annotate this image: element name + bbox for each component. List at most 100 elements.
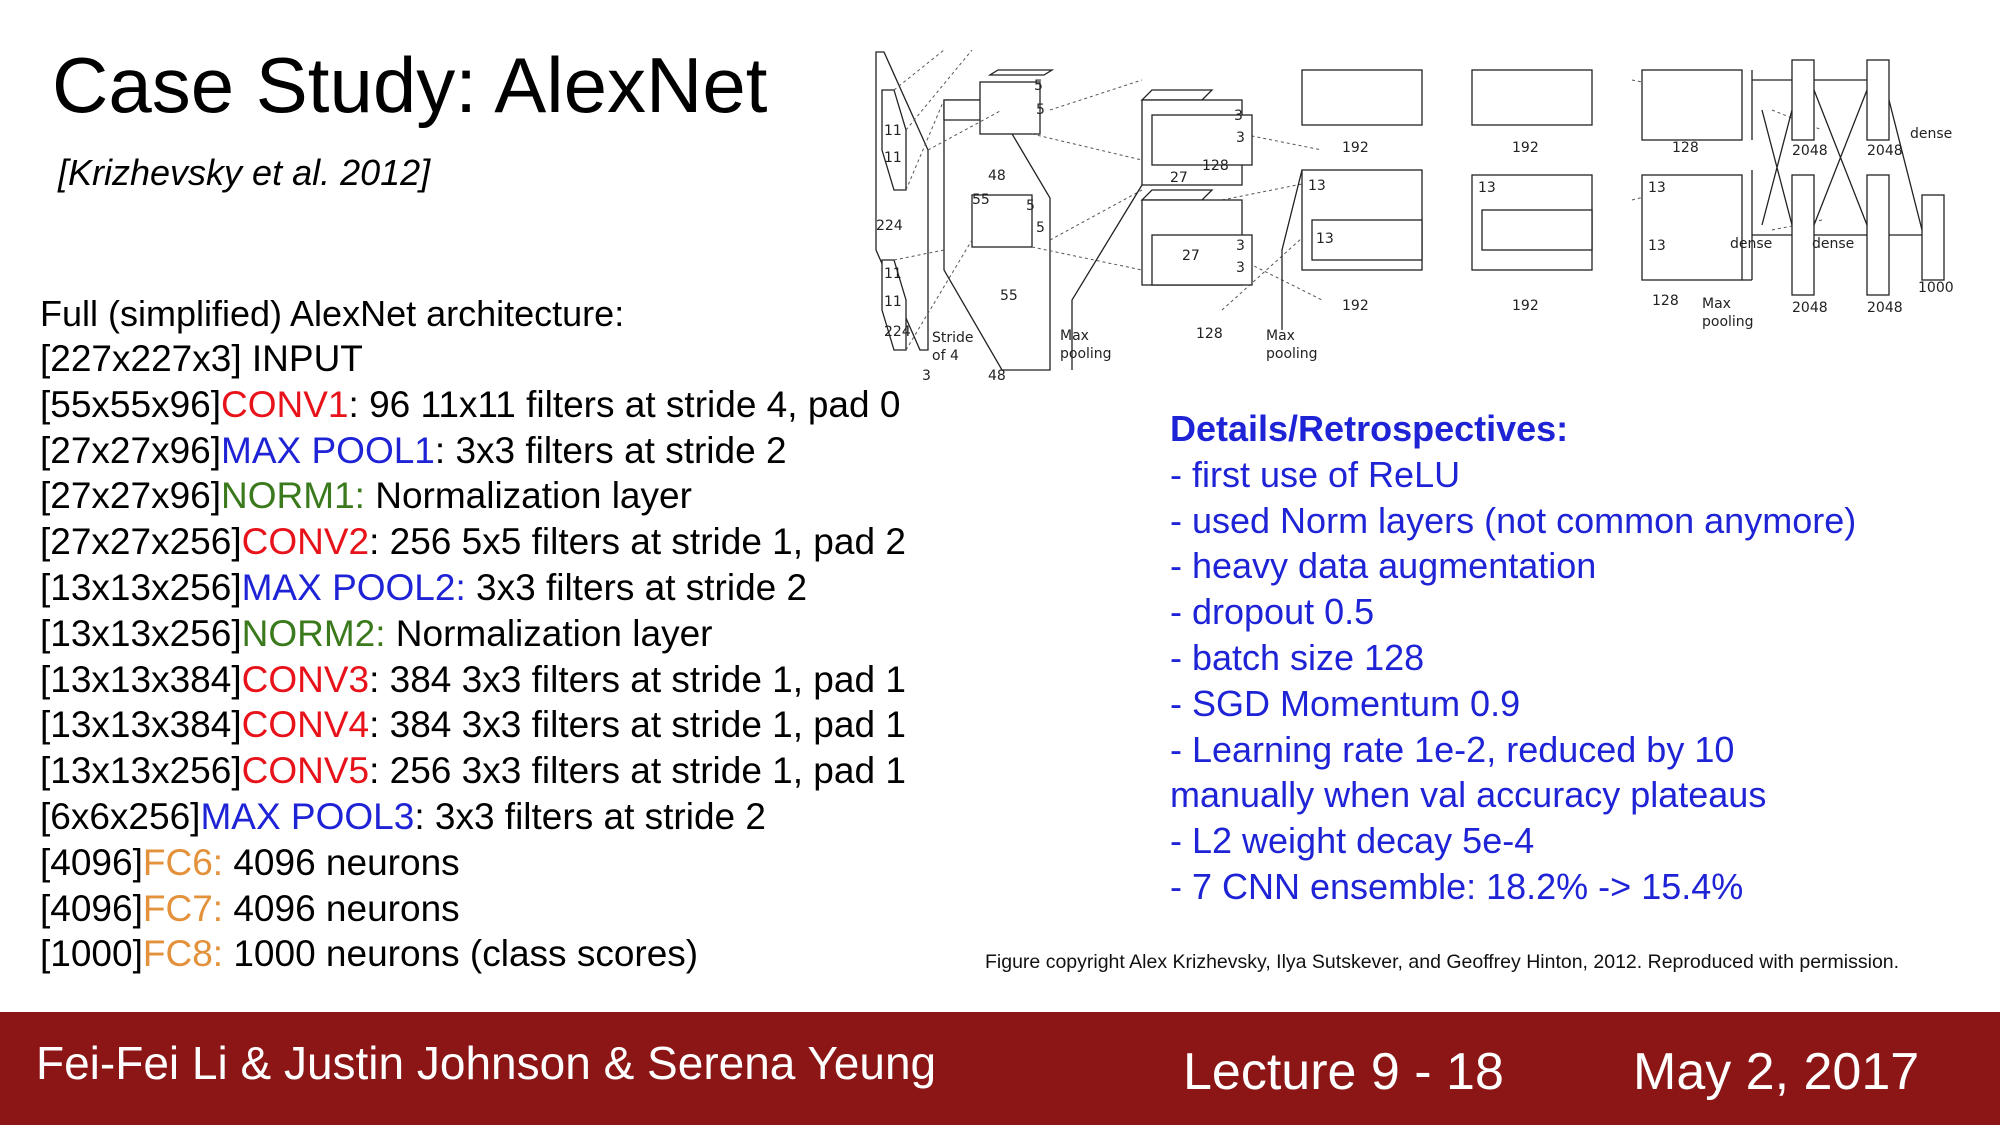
layer-row: [6x6x256]MAX POOL3: 3x3 filters at strid…: [40, 795, 766, 839]
diagram-label-fc7-size: 2048: [1867, 143, 1903, 159]
layer-shape: [13x13x256]: [40, 612, 242, 654]
diagram-label-input-depth: 3: [922, 368, 931, 384]
layer-row: [27x27x96]MAX POOL1: 3x3 filters at stri…: [40, 429, 787, 473]
footer-date: May 2, 2017: [1633, 1043, 1920, 1101]
details-item: - dropout 0.5: [1170, 591, 1375, 633]
layer-name: MAX POOL1: [221, 429, 435, 471]
layer-desc: : 3x3 filters at stride 2: [434, 429, 787, 471]
details-item: - 7 CNN ensemble: 18.2% -> 15.4%: [1170, 865, 1744, 907]
layer-row: [13x13x256]MAX POOL2: 3x3 filters at str…: [40, 566, 807, 610]
diagram-label-kernel3-b: 3: [1236, 130, 1245, 146]
conv4-volume: [1471, 69, 1593, 271]
diagram-label-kernel3: 3: [1234, 108, 1243, 124]
layer-name: CONV4: [241, 704, 370, 746]
diagram-label-pool3-b: pooling: [1702, 314, 1754, 330]
layer-desc: : 384 3x3 filters at stride 1, pad 1: [369, 658, 906, 700]
conv3-volume: [1281, 69, 1423, 330]
layer-name: NORM2:: [241, 612, 386, 654]
layer-name: FC8:: [142, 933, 224, 975]
layer-name: CONV5: [241, 750, 370, 792]
layer-desc: Normalization layer: [364, 475, 692, 517]
layer-row: [1000]FC8: 1000 neurons (class scores): [40, 932, 698, 976]
layer-name: MAX POOL2:: [241, 567, 466, 608]
diagram-label-conv3-size-b: 13: [1316, 231, 1334, 247]
diagram-label-stride-value: of 4: [932, 348, 959, 364]
layer-shape: [13x13x384]: [40, 658, 242, 700]
diagram-label-stride: Stride: [932, 330, 974, 346]
diagram-label-kernel1-bottom-b: 11: [884, 294, 902, 310]
layer-shape: [13x13x256]: [40, 750, 242, 792]
layer-desc: 3x3 filters at stride 2: [465, 567, 808, 608]
diagram-label-kernel2-d: 5: [1036, 220, 1045, 236]
details-item: - batch size 128: [1170, 636, 1425, 678]
layer-name: CONV1: [221, 383, 349, 425]
layer-row: [55x55x96]CONV1: 96 11x11 filters at str…: [40, 383, 900, 427]
layer-shape: [1000]: [40, 933, 143, 975]
diagram-label-input-size-bottom: 224: [884, 324, 911, 340]
diagram-label-kernel2-c: 5: [1026, 198, 1035, 214]
layer-name: FC6:: [142, 841, 224, 883]
layer-name: MAX POOL3: [200, 796, 415, 837]
diagram-label-conv3-size: 13: [1308, 178, 1326, 194]
diagram-label-conv2-size-b: 27: [1182, 248, 1200, 264]
details-item: - L2 weight decay 5e-4: [1170, 820, 1535, 862]
diagram-label-conv5-size-b: 13: [1648, 238, 1666, 254]
layer-row: [4096]FC7: 4096 neurons: [40, 887, 460, 931]
details-retrospectives: Details/Retrospectives: - first use of R…: [1170, 406, 1856, 910]
layer-row: [227x227x3] INPUT: [40, 337, 363, 381]
layer-name: FC7:: [142, 887, 224, 929]
diagram-label-kernel1-top: 11: [884, 123, 902, 139]
layer-shape: [4096]: [40, 887, 143, 929]
conv1-volume: [943, 69, 1055, 371]
diagram-label-kernel3-c: 3: [1236, 238, 1245, 254]
footer-authors: Fei-Fei Li & Justin Johnson & Serena Yeu…: [36, 1037, 937, 1089]
diagram-label-conv4-size: 13: [1478, 180, 1496, 196]
conv2-volume: [1071, 89, 1253, 370]
diagram-label-conv2-depth: 128: [1202, 158, 1229, 174]
layer-name: NORM1:: [221, 475, 365, 517]
layer-desc: 4096 neurons: [223, 841, 460, 883]
diagram-label-input-size: 224: [876, 218, 903, 234]
layer-row: [27x27x96]NORM1: Normalization layer: [40, 474, 692, 518]
layer-desc: : 384 3x3 filters at stride 1, pad 1: [369, 704, 906, 746]
layer-desc: : 3x3 filters at stride 2: [414, 796, 766, 837]
diagram-label-conv1-depth: 48: [988, 168, 1006, 184]
layer-shape: [227x227x3]: [40, 338, 242, 379]
diagram-label-conv4-depth: 192: [1512, 140, 1539, 156]
layer-desc: : 256 5x5 filters at stride 1, pad 2: [369, 521, 906, 563]
diagram-label-dense-1: dense: [1730, 236, 1772, 252]
diagram-label-conv1-depth-b: 48: [988, 368, 1006, 384]
details-item: - used Norm layers (not common anymore): [1170, 499, 1857, 541]
diagram-label-conv1-size-b: 55: [1000, 288, 1018, 304]
layer-desc: 1000 neurons (class scores): [223, 933, 699, 975]
diagram-label-kernel1-bottom: 11: [884, 266, 902, 282]
layer-name: CONV3: [241, 658, 370, 700]
diagram-label-conv5-depth: 128: [1672, 140, 1699, 156]
diagram-label-conv3-depth: 192: [1342, 140, 1369, 156]
details-item: - SGD Momentum 0.9: [1170, 682, 1521, 724]
diagram-label-conv2-size: 27: [1170, 170, 1188, 186]
diagram-label-pool1: Max: [1060, 328, 1089, 344]
details-item: manually when val accuracy plateaus: [1170, 774, 1767, 816]
diagram-label-conv2-depth-b: 128: [1196, 326, 1223, 342]
diagram-label-fc6-size: 2048: [1792, 143, 1828, 159]
layer-shape: [13x13x256]: [40, 567, 242, 608]
layer-shape: [4096]: [40, 841, 143, 883]
layer-desc: : 96 11x11 filters at stride 4, pad 0: [348, 383, 901, 425]
details-item: - first use of ReLU: [1170, 453, 1461, 495]
details-heading: Details/Retrospectives:: [1170, 408, 1569, 449]
layer-desc: Normalization layer: [385, 612, 713, 654]
layer-row: [27x27x256]CONV2: 256 5x5 filters at str…: [40, 520, 906, 564]
diagram-label-kernel1-top-b: 11: [884, 150, 902, 166]
diagram-label-pool1-b: pooling: [1060, 346, 1112, 362]
diagram-label-dense-2: dense: [1812, 236, 1854, 252]
diagram-label-kernel2: 5: [1034, 78, 1043, 94]
layer-row: [13x13x384]CONV3: 384 3x3 filters at str…: [40, 658, 906, 702]
details-list: - first use of ReLU- used Norm layers (n…: [1170, 452, 1856, 910]
conv5-volume: [1641, 69, 1752, 281]
diagram-label-kernel2-b: 5: [1036, 102, 1045, 118]
layer-shape: [27x27x96]: [40, 429, 222, 471]
diagram-label-fc7-size-b: 2048: [1867, 300, 1903, 316]
alexnet-architecture-diagram: 11 11 11 11 224 224 3 Stride of 4 48 48 …: [875, 50, 1954, 384]
diagram-label-dense-top: dense: [1910, 126, 1952, 142]
